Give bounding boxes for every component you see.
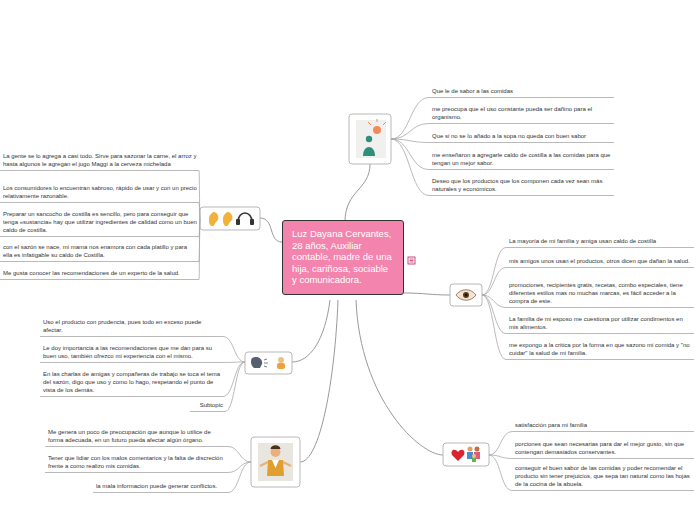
notes-icon: [408, 257, 415, 264]
subtopic-text: Que si no se lo añado a la sopa no queda…: [432, 132, 612, 140]
subtopic-line: [228, 462, 251, 473]
subtopic-line: [93, 492, 228, 493]
subtopic-text: Le doy importancia a las recomendaciones…: [43, 344, 221, 360]
subtopic-text: Preparar un sancocho de costilla es senc…: [3, 210, 197, 234]
subtopic-line: [0, 236, 199, 237]
topic-text: Luz Dayana Cervantes, 28 años, Auxiliar …: [292, 228, 395, 286]
subtopic-line: [45, 446, 228, 447]
subtopic-line: [489, 455, 512, 491]
subtopic-text: mis amigos unos usan el productos, otros…: [509, 257, 692, 265]
subtopic-text: me expongo a la critica por la forma en …: [509, 341, 692, 357]
subtopic-line: [482, 268, 506, 296]
subtopic-line: [506, 333, 694, 334]
subtopic-line: [199, 203, 200, 219]
subtopic-text: porciones que sean necesarias para dar e…: [515, 440, 692, 456]
subtopic-line: [199, 171, 200, 219]
subtopic-text: con el sazón se nace, mi mama nos enamor…: [3, 243, 197, 259]
subtopic-line: [506, 307, 694, 308]
subtopic-line: [0, 261, 199, 262]
subtopic-line: [225, 362, 245, 412]
subtopic-text: me enseñaron a agregarle caldo de costil…: [432, 151, 612, 167]
subtopic-line: [429, 169, 614, 170]
subtopic-text: Me gusta conocer las recomendaciones de …: [3, 269, 197, 277]
subtopic-text: La gente se lo agrega a casi todo. Sirve…: [3, 152, 197, 168]
subtopic-text: Me genera un poco de preocupación que au…: [48, 428, 226, 444]
subtopic-text: La familia de mi esposo me cuestiona por…: [509, 315, 692, 331]
subtopic-line: [429, 97, 614, 98]
subtopic-line: [40, 336, 223, 337]
subtopic-line: [228, 447, 251, 463]
subtopic-line: [512, 431, 694, 432]
subtopic-line: [0, 202, 199, 203]
eye-icon: [456, 290, 476, 301]
subtopic-text: Que le de sabor a las comidas: [432, 87, 612, 95]
subtopic-line: [40, 362, 223, 363]
subtopic-text: promociones, recipientes gratis, recetas…: [509, 281, 692, 305]
subtopic-line: [506, 247, 694, 248]
subtopic-line: [391, 139, 429, 170]
subtopic-text: La mayoría de mi familia y amiga usan ca…: [509, 237, 692, 245]
subtopic-line: [506, 267, 694, 268]
subtopic-text: conseguir el buen sabor de las comidas y…: [515, 464, 692, 488]
subtopic-line: [391, 98, 429, 140]
subtopic-text: Los consumidores lo encuentran sabroso, …: [3, 184, 197, 200]
idea-icon: [356, 119, 386, 158]
subtopic-text: Tener que lidiar con los malos comentari…: [48, 454, 226, 470]
subtopic-line: [391, 139, 429, 196]
subtopic-text: En las charlas de amigas y compañeras de…: [43, 370, 221, 394]
icon-boxes: [200, 114, 489, 487]
subtopic-line: [228, 462, 251, 493]
man-icon: [258, 443, 293, 481]
subtopic-text: Uso el producto con prudencia, pues todo…: [43, 318, 221, 334]
subtopic-line: [429, 123, 614, 124]
listen-icon: [209, 212, 254, 226]
subtopic-line: [429, 195, 614, 196]
branch-lines: [260, 164, 450, 462]
subtopic-line: [40, 396, 223, 397]
subtopic-line: [391, 124, 429, 140]
subtopic-line: [482, 248, 506, 296]
subtopic-line: [512, 458, 694, 459]
subtopic-text: satisfacción para mi familia: [515, 421, 692, 429]
subtopic-text: Subtopic: [193, 401, 223, 409]
subtopic-line: [199, 218, 200, 280]
subtopic-line: [190, 411, 225, 412]
subtopic-line: [0, 170, 199, 171]
subtopic-line: [506, 359, 694, 360]
subtopic-line: [512, 490, 694, 491]
central-topic: Luz Dayana Cervantes, 28 años, Auxiliar …: [282, 220, 404, 295]
family-icon: [452, 447, 480, 463]
subtopic-line: [429, 142, 614, 143]
subtopic-text: me preocupa que el uso constante pueda s…: [432, 105, 612, 121]
subtopic-line: [223, 337, 245, 363]
subtopic-line: [45, 472, 228, 473]
subtopic-text: Deseo que los productos que los componen…: [432, 177, 612, 193]
subtopic-line: [482, 295, 506, 360]
talk-icon: [251, 357, 285, 369]
subtopic-text: la mala informacion puede generar confli…: [96, 482, 226, 490]
subtopic-line: [489, 432, 512, 456]
subtopic-line: [0, 279, 199, 280]
